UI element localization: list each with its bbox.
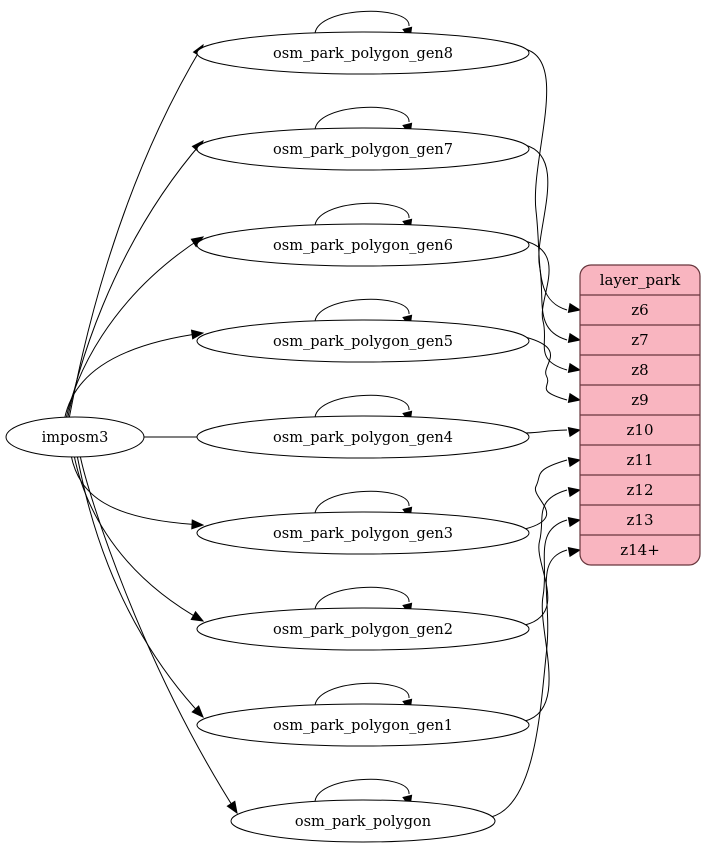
table-cell-label: z14+: [620, 541, 660, 559]
node-label: osm_park_polygon: [295, 814, 431, 830]
edge-node-to-table-row: [524, 429, 568, 434]
node-ellipse[interactable]: [196, 127, 530, 171]
node-label: imposm3: [42, 430, 109, 446]
edge-self-loop: [314, 490, 410, 518]
node-osm_park_polygon_gen4[interactable]: osm_park_polygon_gen4: [196, 415, 530, 459]
edge-arrow: [567, 392, 582, 404]
node-ellipse[interactable]: [196, 703, 530, 747]
node-osm_park_polygon_gen1[interactable]: osm_park_polygon_gen1: [196, 703, 530, 747]
edge-node-to-table-row: [524, 48, 568, 311]
node-ellipse[interactable]: [196, 415, 530, 459]
edge-arrow: [567, 516, 582, 528]
edge-imposm3-to-node: [68, 44, 204, 420]
node-label: osm_park_polygon_gen7: [273, 142, 453, 158]
edge-arrow: [190, 329, 205, 340]
edge-arrow: [191, 519, 205, 530]
edge-imposm3-to-node: [70, 454, 204, 526]
node-osm_park_polygon_gen7[interactable]: osm_park_polygon_gen7: [196, 127, 530, 171]
table-cell-label: z6: [631, 301, 648, 319]
edge-arrow: [567, 362, 582, 374]
edge-arrow: [567, 332, 582, 344]
edge-self-loop: [314, 778, 410, 806]
node-osm_park_polygon_gen8[interactable]: osm_park_polygon_gen8: [196, 31, 530, 75]
table-cell-label: z9: [631, 391, 648, 409]
edge-node-to-table-row: [524, 459, 568, 530]
node-imposm3[interactable]: imposm3: [5, 416, 145, 458]
node-osm_park_polygon_gen3[interactable]: osm_park_polygon_gen3: [196, 511, 530, 555]
node-osm_park_polygon[interactable]: osm_park_polygon: [230, 799, 496, 843]
edge-imposm3-to-node: [79, 454, 238, 814]
edge-self-loop: [314, 202, 410, 230]
edge-node-to-table-row: [524, 144, 568, 341]
table-cell-label: z8: [631, 361, 648, 379]
edge-imposm3-to-node: [73, 454, 204, 622]
edge-imposm3-to-node: [76, 454, 204, 718]
node-osm_park_polygon_gen6[interactable]: osm_park_polygon_gen6: [196, 223, 530, 267]
edge-self-loop: [314, 394, 410, 422]
node-osm_park_polygon_gen5[interactable]: osm_park_polygon_gen5: [196, 319, 530, 363]
node-label: osm_park_polygon_gen3: [273, 526, 453, 542]
node-ellipse[interactable]: [230, 799, 496, 843]
edge-arrow: [567, 302, 582, 314]
table-group: layer_park z6 z7 z8 z9 z10 z11 z12 z13 z14+: [579, 264, 701, 566]
edge-arrow: [567, 546, 582, 558]
edge-self-loop: [314, 106, 410, 134]
node-label: osm_park_polygon_gen1: [273, 718, 453, 734]
node-ellipse[interactable]: [196, 31, 530, 75]
layer-park-table[interactable]: layer_park z6 z7 z8 z9 z10 z11 z12 z13 z14+: [579, 264, 701, 566]
node-ellipse[interactable]: [5, 416, 145, 458]
edge-self-loop: [314, 586, 410, 614]
edge-node-to-table-row: [490, 549, 568, 818]
table-cell-label: z11: [627, 451, 654, 469]
table-header-label: layer_park: [600, 271, 681, 289]
node-ellipse[interactable]: [196, 607, 530, 651]
node-osm_park_polygon_gen2[interactable]: osm_park_polygon_gen2: [196, 607, 530, 651]
node-label: osm_park_polygon_gen2: [273, 622, 453, 638]
node-ellipse[interactable]: [196, 223, 530, 267]
edge-arrow: [226, 800, 238, 815]
table-cell-label: z7: [631, 331, 648, 349]
edge-imposm3-to-node: [65, 236, 204, 420]
edge-arrow: [190, 610, 205, 622]
table-cell-label: z10: [627, 421, 654, 439]
edge-arrow: [567, 486, 582, 498]
node-label: osm_park_polygon_gen4: [273, 430, 453, 446]
edge-arrow: [567, 456, 582, 468]
edge-node-to-table-row: [524, 489, 568, 626]
table-cell-label: z12: [627, 481, 654, 499]
node-ellipse[interactable]: [196, 319, 530, 363]
edge-self-loop: [314, 682, 410, 710]
node-label: osm_park_polygon_gen8: [273, 46, 453, 62]
edge-node-to-table-row: [524, 240, 568, 371]
table-cell-label: z13: [627, 511, 654, 529]
node-label: osm_park_polygon_gen5: [273, 334, 453, 350]
node-label: osm_park_polygon_gen6: [273, 238, 453, 254]
nodes-layer: osm_park_polygon_gen8 osm_park_polygon_ge…: [5, 31, 530, 843]
edge-imposm3-to-node: [64, 332, 204, 420]
node-ellipse[interactable]: [196, 511, 530, 555]
edge-arrow: [567, 426, 582, 438]
edge-node-to-table-row: [524, 336, 568, 401]
edge-self-loop: [314, 10, 410, 38]
edge-self-loop: [314, 298, 410, 326]
edge-imposm3-to-node: [67, 140, 204, 420]
edge-arrow: [191, 705, 204, 718]
edge-node-to-table-row: [524, 519, 568, 722]
